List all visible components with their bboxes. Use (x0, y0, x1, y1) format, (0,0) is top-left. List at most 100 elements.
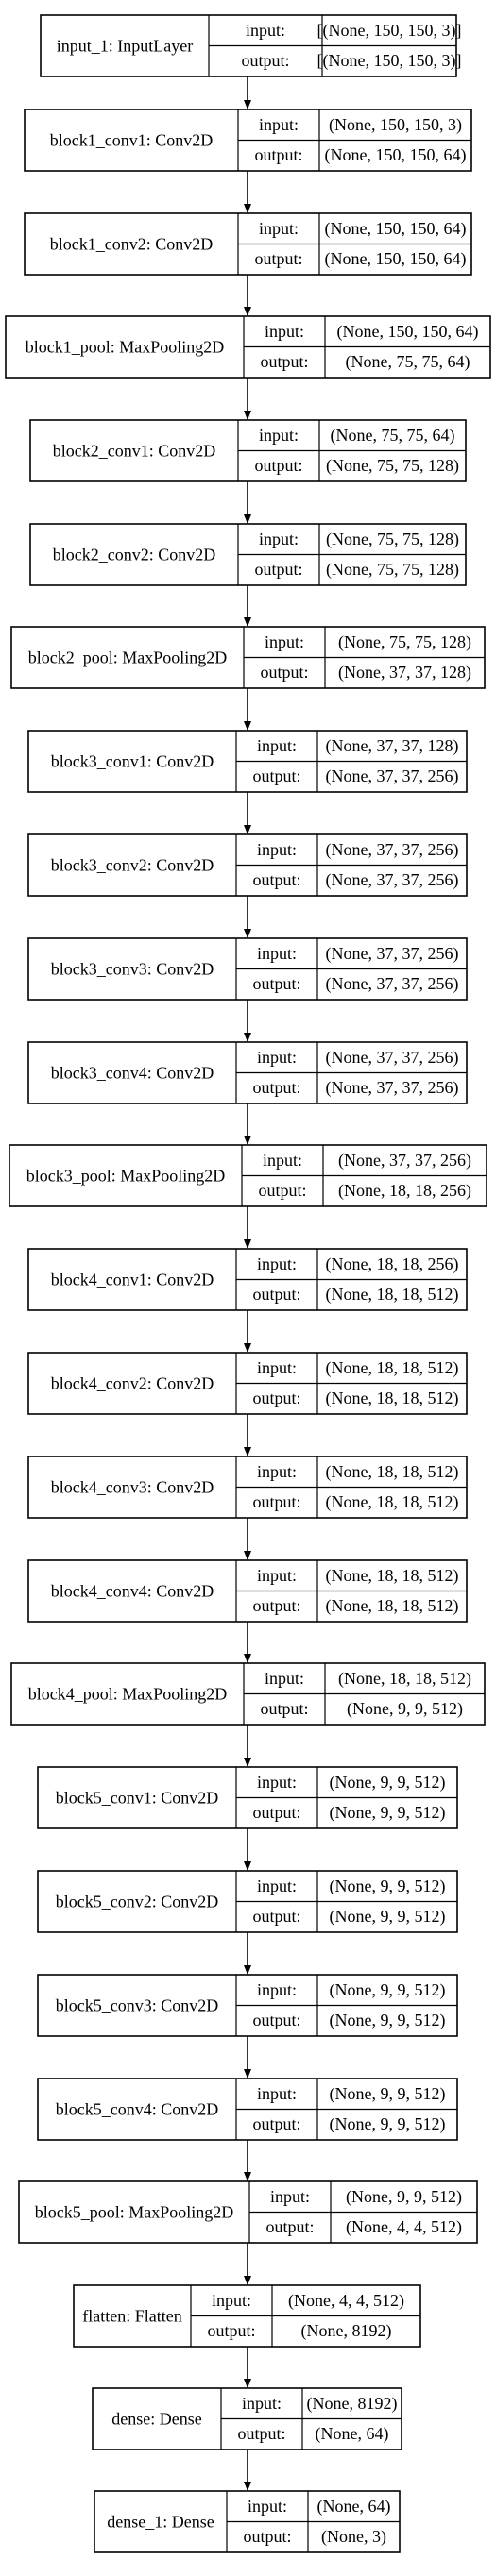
input-label: input: (265, 632, 304, 651)
input-label: input: (257, 840, 297, 859)
input-label: input: (257, 2084, 297, 2103)
input-shape: (None, 18, 18, 512) (326, 1566, 459, 1586)
layer-node: block1_conv1: Conv2D input: output: (None, … (24, 109, 472, 172)
layer-node: block5_conv3: Conv2D input: output: (None, … (37, 1974, 458, 2037)
layer-name: block1_conv1: Conv2D (50, 131, 214, 150)
input-shape: (None, 9, 9, 512) (330, 2084, 446, 2104)
input-shape: (None, 8192) (307, 2394, 398, 2414)
layer-node: block1_conv2: Conv2Dinput:output:(None, … (24, 212, 472, 276)
output-label: output: (252, 2011, 300, 2029)
input-shape: (None, 9, 9, 512) (330, 1877, 446, 1896)
output-shape: (None, 18, 18, 512) (326, 1492, 459, 1512)
output-label: output: (254, 145, 302, 164)
input-label: input: (212, 2291, 251, 2310)
layer-node: block2_conv2: Conv2Dinput:output:(None, … (29, 523, 467, 586)
output-label: output: (254, 249, 302, 268)
layer-node: block3_conv4: Conv2Dinput:output:(None, … (27, 1041, 468, 1104)
input-label: input: (259, 530, 299, 548)
output-label: output: (237, 2424, 285, 2443)
layer-node: block4_conv2: Conv2Dinput:output:(None, … (27, 1352, 468, 1415)
input-shape: (None, 4, 4, 512) (288, 2291, 404, 2311)
input-label: input: (265, 322, 304, 341)
output-label: output: (258, 1181, 306, 1200)
output-label: output: (252, 1907, 300, 1926)
output-shape: (None, 4, 4, 512) (346, 2217, 462, 2237)
input-label: input: (259, 115, 299, 134)
output-shape: (None, 37, 37, 256) (326, 870, 459, 890)
layer-node: block3_conv1: Conv2Dinput:output:(None, … (27, 730, 468, 793)
output-label: output: (207, 2321, 255, 2340)
layer-name: block1_pool: MaxPooling2D (26, 338, 225, 357)
output-shape: (None, 9, 9, 512) (330, 2011, 446, 2030)
input-shape: (None, 9, 9, 512) (346, 2187, 462, 2207)
input-shape: (None, 75, 75, 64) (331, 426, 455, 446)
layer-node: block2_conv1: Conv2Dinput:output:(None, … (29, 419, 467, 482)
layer-node: input_1: InputLayerinput:output:[(None, … (40, 14, 462, 77)
layer-name: block4_pool: MaxPooling2D (28, 1685, 228, 1704)
layer-node: block5_conv4: Conv2Dinput:output:(None, … (37, 2078, 458, 2141)
output-label: output: (254, 560, 302, 579)
input-shape: (None, 37, 37, 256) (326, 1048, 459, 1068)
input-shape: [(None, 150, 150, 3)] (317, 21, 462, 41)
layer-name: dense: Dense (111, 2410, 201, 2429)
input-shape: (None, 37, 37, 256) (338, 1151, 471, 1170)
layer-node: block1_pool: MaxPooling2Dinput:output:(N… (5, 315, 491, 379)
input-shape: (None, 18, 18, 512) (338, 1669, 471, 1689)
input-label: input: (257, 1358, 297, 1377)
layer-node: block5_pool: MaxPooling2Dinput:output:(N… (18, 2180, 478, 2244)
layer-nodes: input_1: InputLayer input: output: [(None, … (5, 14, 491, 2553)
output-label: output: (252, 1803, 300, 1822)
input-label: input: (259, 219, 299, 238)
input-label: input: (263, 1151, 302, 1170)
output-shape: [(None, 150, 150, 3)] (317, 51, 462, 71)
layer-node: block4_conv1: Conv2Dinput:output:(None, … (27, 1248, 468, 1311)
output-label: output: (252, 870, 300, 889)
output-shape: (None, 3) (321, 2527, 386, 2547)
output-shape: (None, 9, 9, 512) (330, 1907, 446, 1927)
output-shape: (None, 150, 150, 64) (325, 249, 467, 269)
output-label: output: (252, 766, 300, 785)
layer-name: block5_conv3: Conv2D (56, 1996, 219, 2015)
input-label: input: (257, 1980, 297, 1999)
output-shape: (None, 8192) (301, 2321, 392, 2341)
input-shape: (None, 37, 37, 256) (326, 840, 459, 860)
input-label: input: (257, 944, 297, 963)
input-label: input: (246, 21, 285, 40)
output-label: output: (260, 352, 308, 371)
layer-name: block4_conv2: Conv2D (51, 1374, 214, 1393)
output-shape: (None, 37, 37, 256) (326, 1078, 459, 1098)
output-label: output: (252, 1596, 300, 1615)
layer-name: input_1: InputLayer (57, 37, 193, 56)
layer-name: block3_conv1: Conv2D (51, 752, 214, 771)
layer-name: flatten: Flatten (82, 2307, 181, 2326)
layer-name: block5_conv2: Conv2D (56, 1893, 219, 1911)
output-shape: (None, 37, 37, 256) (326, 974, 459, 994)
output-shape: (None, 64) (316, 2424, 389, 2444)
input-shape: (None, 150, 150, 3) (329, 115, 462, 135)
input-label: input: (257, 1048, 297, 1067)
layer-node: flatten: Flatten input: output: (None, 4, 4… (73, 2284, 421, 2348)
input-label: input: (257, 736, 297, 755)
output-shape: (None, 75, 75, 128) (326, 560, 459, 580)
input-shape: (None, 64) (317, 2497, 391, 2517)
layer-name: block5_conv1: Conv2D (56, 1789, 219, 1808)
input-label: input: (257, 1773, 297, 1792)
layer-node: block2_pool: MaxPooling2Dinput:output:(N… (10, 626, 486, 689)
input-label: input: (257, 1877, 297, 1895)
layer-name: block3_conv4: Conv2D (51, 1064, 214, 1083)
output-shape: (None, 9, 9, 512) (330, 2114, 446, 2134)
layer-name: dense_1: Dense (107, 2513, 214, 2532)
layer-node: block3_conv2: Conv2Dinput:output:(None, … (27, 833, 468, 897)
layer-node: block3_conv3: Conv2Dinput:output:(None, … (27, 937, 468, 1001)
output-label: output: (254, 456, 302, 475)
input-shape: (None, 37, 37, 256) (326, 944, 459, 964)
layer-node: block3_pool: MaxPooling2Dinput:output:(N… (9, 1144, 487, 1207)
layer-name: block5_conv4: Conv2D (56, 2100, 219, 2119)
output-label: output: (243, 2527, 291, 2546)
input-label: input: (259, 426, 299, 445)
layer-node: block4_conv4: Conv2Dinput:output:(None, … (27, 1559, 468, 1623)
input-shape: (None, 18, 18, 512) (326, 1358, 459, 1378)
output-shape: (None, 18, 18, 256) (338, 1181, 471, 1201)
layer-name: block4_conv4: Conv2D (51, 1582, 214, 1601)
